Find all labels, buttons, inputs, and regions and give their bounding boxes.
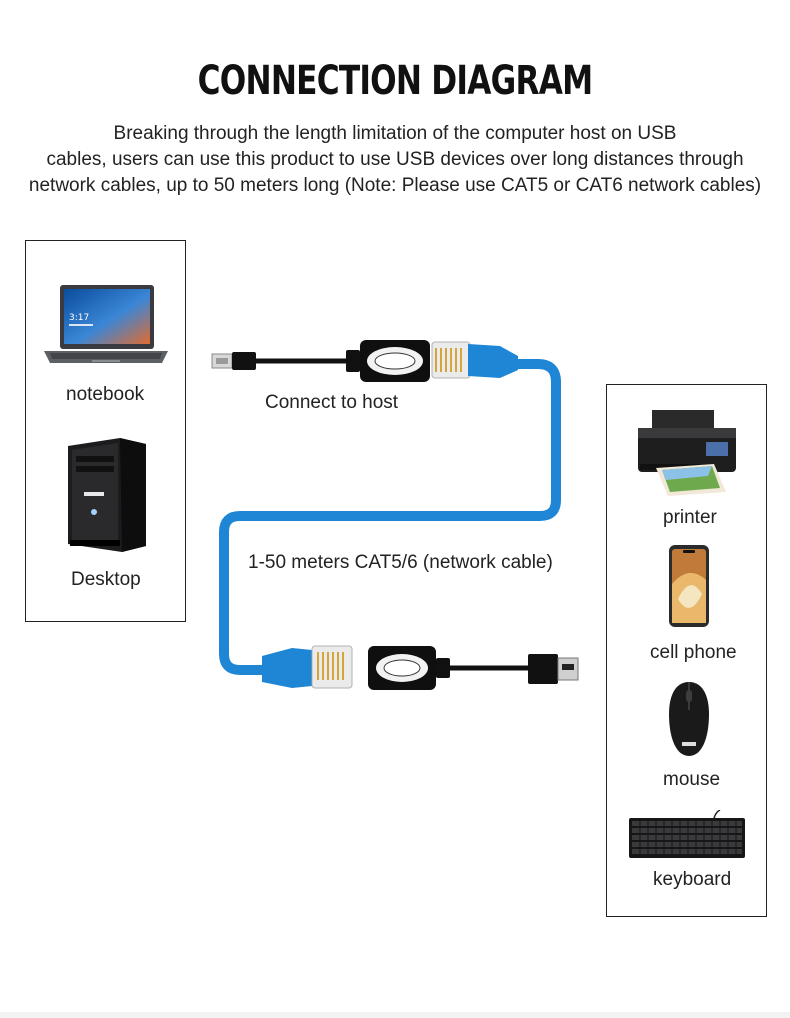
rj45-plug-icon	[431, 341, 518, 379]
page-bottom-strip	[0, 1012, 790, 1018]
device-adapter-icon	[368, 646, 450, 690]
cable-diagram	[211, 340, 579, 690]
laptop-screen-time: 3:17	[69, 313, 89, 323]
desktop-tower-icon	[62, 436, 150, 554]
host-device-label-desktop: Desktop	[71, 569, 141, 590]
diagram-title: CONNECTION DIAGRAM	[197, 58, 593, 104]
keyboard-icon	[628, 810, 746, 860]
description-line-3: network cables, up to 50 meters long (No…	[28, 175, 762, 196]
host-adapter-icon	[346, 340, 430, 382]
rj45-plug-icon	[262, 645, 353, 689]
connect-to-host-label: Connect to host	[265, 392, 399, 413]
description-line-1: Breaking through the length limitation o…	[113, 123, 677, 144]
usb-device-label-cell-phone: cell phone	[650, 642, 737, 663]
usb-device-label-mouse: mouse	[663, 769, 721, 790]
laptop-icon: 3:17	[42, 283, 170, 371]
usb-a-female-socket-icon	[528, 654, 579, 684]
usb-device-label-printer: printer	[663, 507, 717, 528]
mouse-icon	[666, 680, 712, 758]
cell-phone-icon	[668, 544, 710, 628]
usb-device-label-keyboard: keyboard	[653, 869, 732, 890]
usb-a-male-plug-icon	[211, 352, 256, 370]
network-cable-label: 1-50 meters CAT5/6 (network cable)	[248, 552, 553, 573]
description-line-2: cables, users can use this product to us…	[46, 149, 744, 170]
network-cable	[219, 359, 561, 675]
host-device-label-notebook: notebook	[66, 384, 145, 405]
printer-icon	[634, 408, 744, 498]
